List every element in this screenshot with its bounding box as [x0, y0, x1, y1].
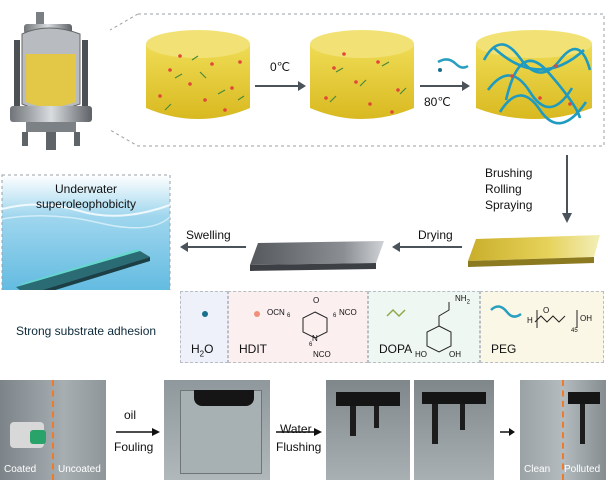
- gel-vessel-1: [146, 30, 250, 119]
- photo-coated-uncoated: Coated Uncoated: [0, 380, 106, 480]
- dopa-label: DOPA: [379, 342, 413, 356]
- peg-chain-icon: [490, 305, 522, 318]
- water-dot-icon: [202, 311, 208, 317]
- roller-icon: [30, 430, 46, 444]
- gel-vessel-3: [476, 30, 592, 125]
- hdit-label: HDIT: [239, 342, 267, 356]
- photo-fouled-panel: [164, 380, 270, 480]
- hdit-nco-left: OCN: [267, 308, 285, 317]
- photo-clean-polluted: Clean Polluted: [520, 380, 606, 480]
- peg-strand-icon: [437, 58, 469, 69]
- peg-label: PEG: [491, 342, 517, 356]
- step-fouling-label: Fouling: [114, 440, 154, 454]
- oil-stain: [194, 390, 254, 406]
- legend-dopa: DOPA NH2 HO OH: [368, 291, 480, 363]
- step-oil-label: oil: [124, 408, 137, 422]
- arrow-fouling: [116, 428, 160, 436]
- arrow-result: [500, 428, 515, 436]
- cool-temp-label: 0℃: [270, 60, 291, 74]
- method-spraying: Spraying: [485, 198, 533, 212]
- method-rolling: Rolling: [485, 182, 522, 196]
- swelling-label: Swelling: [186, 228, 231, 242]
- divider-line: [52, 380, 54, 480]
- gel-vessel-2: [310, 30, 414, 119]
- reactor-vessel-icon: [10, 12, 92, 150]
- legend-hdit: HDIT OCN 6 NCO 6 NCO 6 O N: [228, 291, 368, 363]
- water-label: H2O: [191, 342, 214, 359]
- step-flushing-label: Flushing: [276, 440, 322, 454]
- hdit-nco-right: NCO: [339, 308, 357, 317]
- coating-diagram: [1, 155, 600, 290]
- dopa-ring-icon: [426, 325, 452, 353]
- underwater-panel: [1, 174, 171, 290]
- hdit-ring-icon: [302, 311, 328, 339]
- drying-label: Drying: [418, 228, 453, 242]
- legend-peg: PEG H O OH 45: [480, 291, 604, 363]
- process-frame: [109, 13, 605, 147]
- coating-methods: Brushing Rolling Spraying: [485, 165, 532, 213]
- adhesion-label: Strong substrate adhesion: [15, 324, 157, 338]
- underwater-title: Underwater superoleophobicity: [35, 182, 137, 211]
- synthesis-diagram: [10, 12, 605, 150]
- arrow-flushing: [276, 428, 322, 436]
- photo-flushing-2: [414, 380, 494, 480]
- step-water-label: Water: [280, 422, 312, 436]
- hdit-dot-icon: [254, 311, 260, 317]
- photo-flushing-1: [326, 380, 410, 480]
- heat-temp-label: 80℃: [424, 95, 451, 109]
- method-brushing: Brushing: [485, 166, 533, 180]
- coated-plate-wet: [468, 235, 600, 267]
- coated-plate-dry: [250, 241, 384, 271]
- dopa-molecule-icon: [386, 308, 406, 318]
- legend-water: H2O: [180, 291, 228, 363]
- divider-line: [562, 380, 564, 480]
- hdit-nco-bottom: NCO: [313, 350, 331, 359]
